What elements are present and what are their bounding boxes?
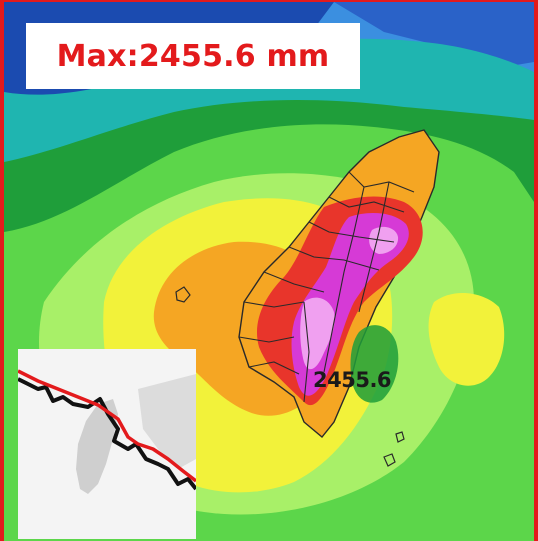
track-inset-map — [18, 349, 196, 539]
inset-observed-track — [18, 377, 196, 491]
county-boundaries — [238, 171, 415, 403]
rain-zone-dark-green-east — [350, 325, 399, 403]
inset-taiwan-land — [76, 399, 118, 494]
peak-rainfall-label: 2455.6 — [313, 368, 392, 392]
title-box: Max:2455.6 mm — [26, 23, 360, 89]
orchid-island — [383, 453, 396, 467]
inset-forecast-track — [18, 369, 196, 483]
max-rainfall-title: Max:2455.6 mm — [56, 38, 330, 74]
rain-zone-yellow-east — [428, 292, 505, 386]
penghu-islands — [175, 286, 191, 303]
typhoon-track-inset — [18, 349, 196, 539]
green-island — [395, 431, 405, 443]
inset-china-coast — [138, 374, 196, 469]
